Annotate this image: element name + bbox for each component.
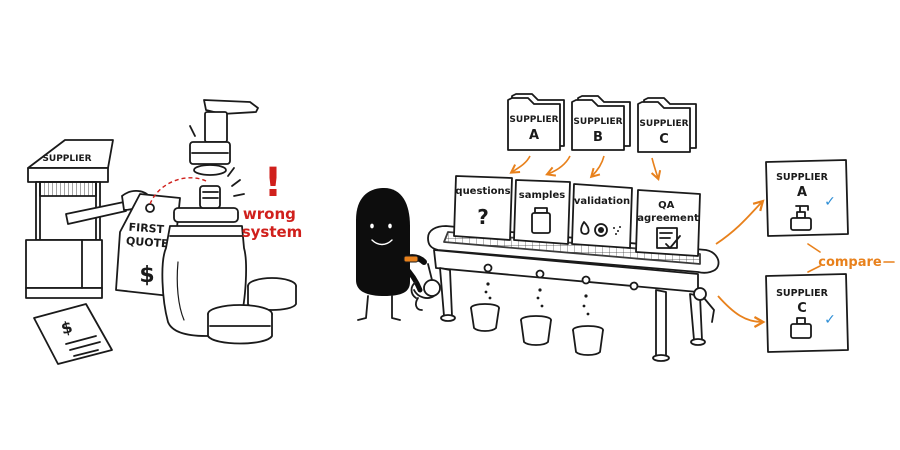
- card-samples-label: samples: [519, 190, 565, 201]
- booth-label: SUPPLIER: [42, 154, 91, 164]
- folder-c-title: SUPPLIER: [639, 119, 688, 129]
- compare-dashes: [807, 243, 895, 273]
- left-scene: SUPPLIER FIRST QUOTE $: [25, 99, 303, 365]
- folder-a-letter: A: [529, 128, 539, 143]
- result-card-supplier-c: SUPPLIER C ✓: [765, 273, 849, 353]
- card-questions-label: questions: [455, 186, 510, 197]
- arrow-to-result-c: [717, 295, 766, 329]
- paper-dollar-symbol: $: [59, 317, 74, 338]
- folder-arrows: [509, 155, 662, 181]
- result-c-letter: C: [797, 301, 807, 316]
- supplier-booth: [25, 139, 114, 299]
- question-mark-icon: ?: [477, 205, 489, 229]
- arrow-a-to-questions: [509, 155, 531, 174]
- collection-buckets: [470, 303, 604, 356]
- card-qa-label: QA agreement: [637, 200, 699, 224]
- card-qa-label-line-1: QA: [658, 200, 675, 211]
- card-samples: samples: [513, 179, 571, 245]
- process-cards: questions ? samples validation: [453, 175, 701, 257]
- right-scene: SUPPLIER A SUPPLIER B SUPPLIER C: [356, 93, 895, 362]
- pump-bottle-icon: [790, 205, 812, 231]
- folder-supplier-b: SUPPLIER B: [571, 95, 631, 151]
- compare-label: compare: [818, 255, 882, 270]
- arrow-c-to-qa: [650, 157, 662, 181]
- result-a-title: SUPPLIER: [776, 172, 829, 183]
- result-a-check-icon: ✓: [824, 194, 836, 210]
- jar-lids: [207, 277, 297, 345]
- folder-b-letter: B: [593, 130, 603, 145]
- warning-text-line-2: system: [242, 223, 303, 241]
- arrow-b-to-validation: [589, 155, 605, 179]
- drop-streams: [484, 282, 590, 316]
- folder-b-title: SUPPLIER: [573, 117, 622, 127]
- card-validation: validation: [571, 183, 633, 249]
- arrow-b-to-samples: [545, 155, 571, 177]
- result-c-title: SUPPLIER: [776, 288, 829, 299]
- warning-text-line-1: wrong: [243, 205, 296, 223]
- folder-supplier-a: SUPPLIER A: [507, 93, 565, 151]
- arrow-to-result-a: [715, 199, 765, 245]
- result-a-letter: A: [797, 185, 807, 200]
- card-questions: questions ?: [453, 175, 513, 241]
- bottle-icon: [790, 317, 812, 339]
- invoice-paper: $: [33, 303, 113, 365]
- folder-a-title: SUPPLIER: [509, 115, 558, 125]
- card-validation-label: validation: [574, 196, 630, 207]
- worker-character: [356, 188, 435, 321]
- checklist-icon: [656, 227, 681, 249]
- drop-ring-icon: [580, 221, 621, 237]
- card-qa-label-line-2: agreement: [637, 213, 699, 224]
- result-c-check-icon: ✓: [824, 312, 836, 328]
- sample-jar-icon: [531, 207, 551, 234]
- motion-marks: [227, 167, 245, 197]
- card-qa-agreement: QA agreement: [635, 189, 701, 257]
- warning-exclamation: !: [264, 160, 282, 206]
- warning-text: wrong system: [242, 205, 303, 241]
- folder-supplier-c: SUPPLIER C: [637, 97, 697, 153]
- folder-c-letter: C: [659, 132, 669, 147]
- tag-label: FIRST QUOTE: [126, 221, 170, 251]
- tag-dollar-symbol: $: [139, 263, 154, 288]
- pump-dispenser: [189, 99, 259, 209]
- supplier-folders: SUPPLIER A SUPPLIER B SUPPLIER C: [507, 93, 697, 153]
- tag-label-line-2: QUOTE: [126, 235, 169, 251]
- result-card-supplier-a: SUPPLIER A ✓: [765, 159, 849, 237]
- tag-label-line-1: FIRST: [128, 221, 165, 236]
